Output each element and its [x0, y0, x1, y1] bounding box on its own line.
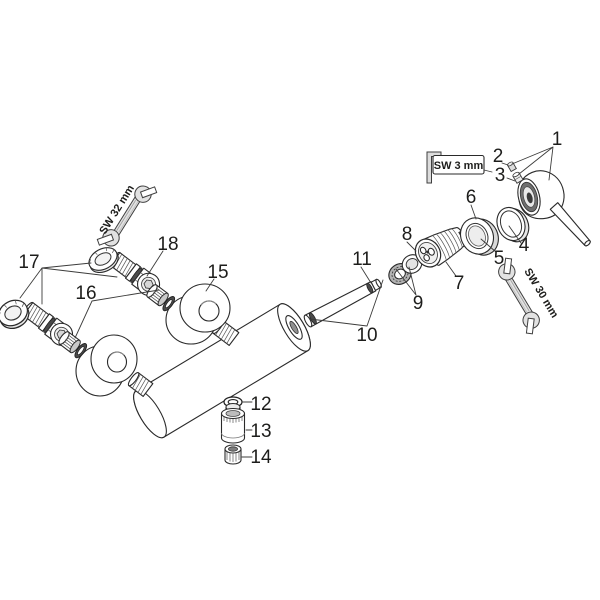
connection-pipe	[303, 278, 382, 328]
seal-ring-set	[388, 254, 423, 285]
part-label-1: 1	[552, 129, 563, 150]
part-label-16: 16	[75, 283, 96, 304]
part-labels: 1 2 3 4 5 6 7 8 9 10 11 12 13 14 15 16 1…	[18, 129, 562, 468]
allen-key-size-tag: SW 3 mm	[432, 154, 485, 175]
part-label-2: 2	[493, 146, 504, 167]
handle-lever	[549, 202, 591, 247]
part-label-18: 18	[157, 234, 178, 255]
union-nut-lower	[0, 294, 34, 334]
part-label-5: 5	[494, 248, 505, 269]
part-label-15: 15	[207, 262, 228, 283]
part-label-10: 10	[356, 325, 377, 346]
allen-key-icon	[426, 151, 442, 184]
escutcheon-upper	[165, 283, 231, 345]
part-label-11: 11	[352, 249, 372, 270]
part-label-8: 8	[402, 224, 413, 245]
allen-key-size-label: SW 3 mm	[434, 160, 484, 172]
cartridge-face-seal	[414, 238, 442, 268]
body-inlet-boss-lower	[127, 372, 154, 397]
grub-screw	[507, 161, 517, 173]
escutcheon-lower	[75, 334, 138, 397]
part-label-7: 7	[454, 273, 465, 294]
part-label-17: 17	[18, 252, 39, 273]
part-label-12: 12	[250, 394, 271, 415]
part-label-14: 14	[250, 447, 272, 468]
part-label-3: 3	[495, 165, 506, 186]
part-label-9: 9	[413, 293, 424, 314]
part-label-6: 6	[466, 187, 477, 208]
union-nut-upper	[84, 242, 123, 278]
adapter-14	[224, 444, 242, 465]
leader-lines	[19, 146, 554, 458]
part-label-13: 13	[250, 421, 271, 442]
hose-connector-13	[220, 403, 246, 444]
part-label-4: 4	[519, 235, 530, 256]
trim-ring	[496, 206, 530, 243]
cartridge-nut	[459, 217, 499, 256]
screw-sleeve	[512, 171, 524, 184]
handle	[517, 170, 591, 247]
mixer-body	[133, 303, 311, 439]
